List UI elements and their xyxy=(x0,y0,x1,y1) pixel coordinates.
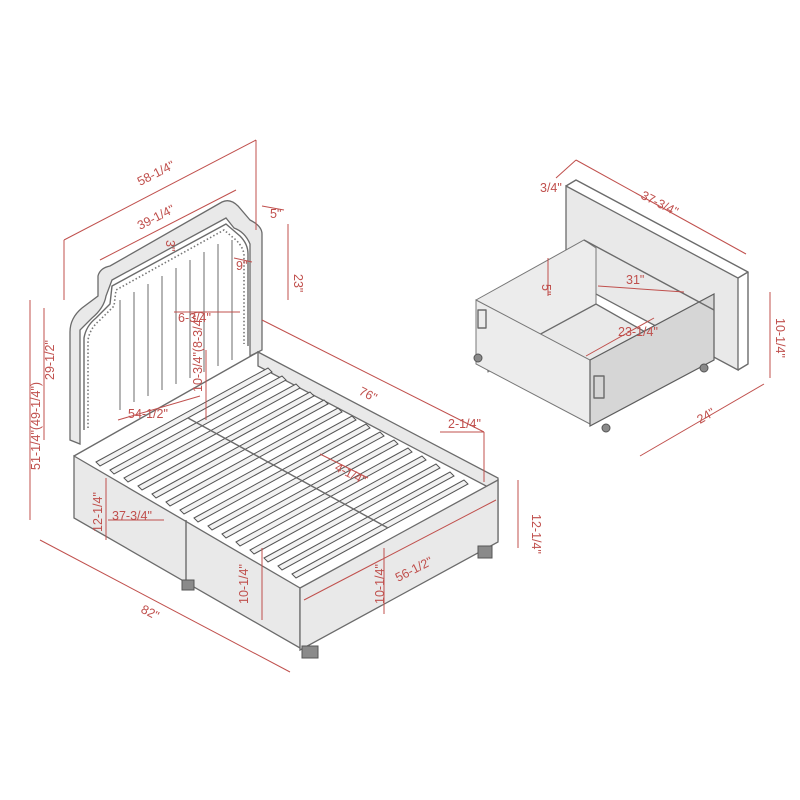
label-length: 76" xyxy=(357,384,380,405)
label-inner-depth: 5" xyxy=(539,284,553,295)
bed-frame xyxy=(69,200,499,659)
bed-dimensions xyxy=(29,139,519,673)
label-panel-small: 9" xyxy=(236,259,247,273)
drawer-top-edge xyxy=(583,239,715,311)
label-under-clearance-a: 10-1/4" xyxy=(237,564,251,604)
label-headboard-corner: 5" xyxy=(270,207,281,221)
label-inner-width: 31" xyxy=(626,273,644,287)
drawer-handle-left xyxy=(477,309,487,329)
label-leg-height: 10-3/4"(8-3/4") xyxy=(191,311,205,392)
center-rail xyxy=(187,417,389,529)
drawer-front-top xyxy=(565,179,749,279)
label-drawer-opening: 37-3/4" xyxy=(112,509,152,523)
headboard-channels xyxy=(119,240,233,410)
label-headboard-arc-small: 3" xyxy=(163,240,177,251)
drawer-handle-right xyxy=(593,375,605,399)
slats xyxy=(95,367,469,579)
headboard-inner-trim xyxy=(83,223,249,430)
label-front-thickness: 3/4" xyxy=(540,181,562,195)
label-inner-width: 54-1/2" xyxy=(128,407,168,421)
label-inner-length: 23-1/4" xyxy=(618,325,658,339)
label-front-width: 37-3/4" xyxy=(639,188,681,219)
drawer-caster-3 xyxy=(699,363,709,373)
foot-left xyxy=(181,579,195,591)
label-front-height: 10-1/4" xyxy=(773,318,787,358)
label-rail-thickness: 2-1/4" xyxy=(448,417,481,431)
label-footboard-height: 12-1/4" xyxy=(529,514,543,554)
head-rail xyxy=(73,351,259,457)
label-side-height: 12-1/4" xyxy=(91,492,105,532)
label-headboard-inner-width: 39-1/4" xyxy=(135,202,177,233)
label-total-height: 51-1/4"(49-1/4") xyxy=(29,382,43,470)
footboard xyxy=(299,478,499,652)
drawer xyxy=(473,179,749,433)
label-headboard-side-height: 29-1/2" xyxy=(43,340,57,380)
foot-right xyxy=(477,545,493,559)
drawer-dimensions xyxy=(547,159,771,457)
drawer-caster-1 xyxy=(473,353,483,363)
label-under-clearance-b: 10-1/4" xyxy=(373,564,387,604)
drawer-right-wall xyxy=(589,293,715,427)
label-drawer-depth: 24" xyxy=(695,405,718,426)
headboard xyxy=(69,200,263,445)
label-headboard-top-height: 23" xyxy=(291,274,305,292)
nailhead-trim xyxy=(87,229,245,428)
drawer-front-side xyxy=(737,272,749,371)
foot-front xyxy=(301,645,319,659)
label-panel-width: 6-3/4" xyxy=(178,311,211,325)
drawer-caster-2 xyxy=(601,423,611,433)
label-total-length: 82" xyxy=(139,602,162,623)
